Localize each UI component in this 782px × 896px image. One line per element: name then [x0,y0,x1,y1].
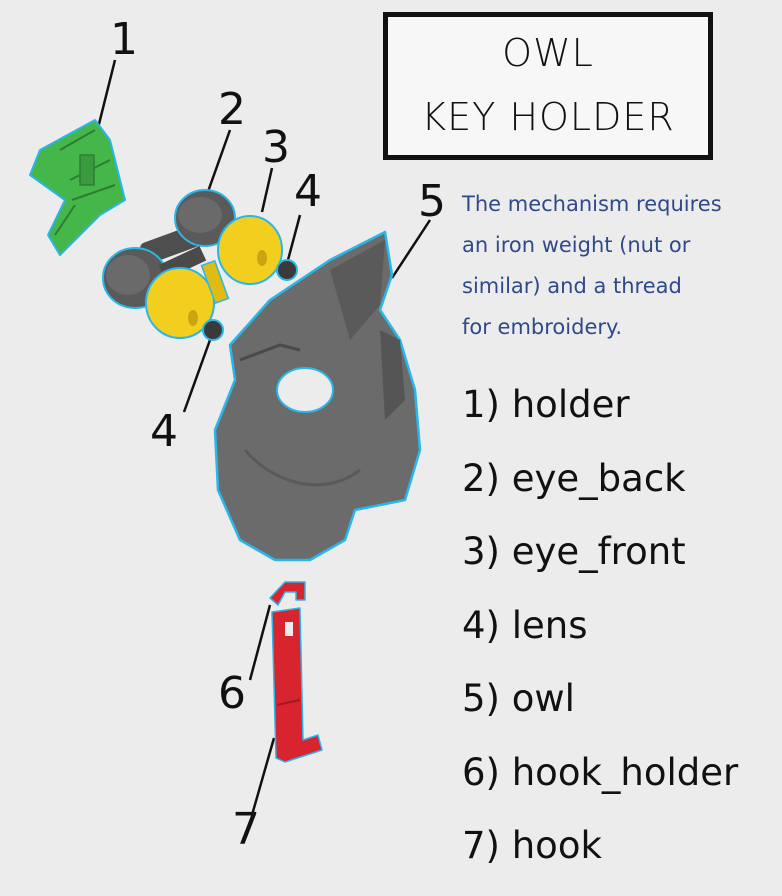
callout-5: 5 [418,176,446,227]
leader-line-1 [96,59,117,129]
leader-line-4a [286,214,302,261]
holder-part [29,119,126,256]
callout-4b: 4 [150,406,178,457]
callout-6: 6 [218,668,246,719]
note-line: The mechanism requires [462,192,722,216]
eye-front-part [145,215,283,339]
title-owl: OWL [502,31,594,75]
leader-line-6 [248,604,272,681]
leader-line-7 [250,737,276,816]
parts-legend: 1) holder 2) eye_back 3) eye_front 4) le… [462,374,738,889]
note-line: an iron weight (nut or [462,233,691,257]
legend-item-hook-holder: 6) hook_holder [462,750,739,794]
note-line: similar) and a thread [462,274,682,298]
title-box: OWL KEY HOLDER [383,12,713,160]
mechanism-note: The mechanism requires an iron weight (n… [462,184,772,348]
callout-4a: 4 [294,166,322,217]
callout-7: 7 [232,804,260,855]
callout-1: 1 [110,14,138,65]
callout-3: 3 [262,122,290,173]
leader-line-5 [390,219,432,279]
leader-lines [96,59,432,816]
legend-item-eye-front: 3) eye_front [462,530,686,573]
hook-part [271,607,323,763]
hook-holder-part [269,581,306,606]
callout-2: 2 [218,84,246,135]
leader-line-3 [260,167,274,213]
legend-item-hook: 7) hook [462,824,602,867]
leader-line-4b [182,339,212,413]
lens-part [202,259,298,341]
owl-part [213,230,422,562]
title-key-holder: KEY HOLDER [421,95,675,139]
note-line: for embroidery. [462,315,623,339]
legend-item-owl: 5) owl [462,677,575,720]
legend-item-eye-back: 2) eye_back [462,456,686,500]
legend-item-lens: 4) lens [462,603,588,647]
legend-item-holder: 1) holder [462,383,630,426]
leader-line-2 [203,129,232,201]
